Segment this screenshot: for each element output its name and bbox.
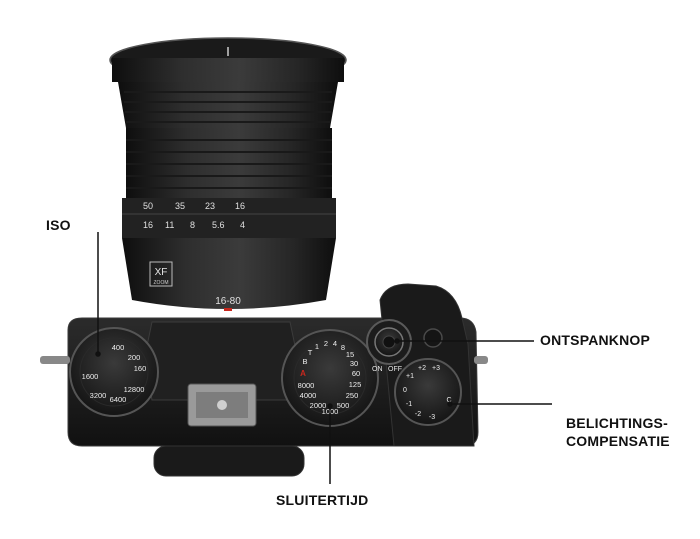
lens-scale-top-3: 16 — [235, 201, 245, 211]
hot-shoe-contact — [217, 400, 227, 410]
shutter-release-thread — [382, 335, 396, 349]
shutter-speed-leader-dot — [327, 403, 333, 409]
function-button[interactable] — [423, 328, 443, 348]
lens-brand-xf: XF — [155, 267, 168, 278]
shutter-dial-value: B — [302, 357, 307, 366]
iso-dial-value: 1600 — [82, 372, 99, 381]
lens-scale-bottom-3: 5.6 — [212, 220, 225, 230]
iso-dial-value: 6400 — [110, 395, 127, 404]
shutter-dial-value: 15 — [346, 350, 354, 359]
shutter-dial-value: T — [308, 348, 313, 357]
shutter-dial-auto: A — [300, 369, 306, 378]
strap-lug-right — [474, 356, 488, 364]
lens-mount-mark — [224, 308, 232, 311]
exposure-compensation-label: BELICHTINGS- COMPENSATIE — [566, 414, 670, 450]
lens-scale-bottom-1: 11 — [165, 220, 174, 230]
lens-scale-bottom-0: 16 — [143, 220, 153, 230]
iso-dial-value: 3200 — [90, 391, 107, 400]
ec-dial-scale: -1 -2 -3 0 +1 +2 +3 C — [403, 365, 451, 421]
shutter-dial-value: 8000 — [298, 381, 315, 390]
lens-scale-top-2: 23 — [205, 201, 215, 211]
shutter-dial-value: 60 — [352, 369, 360, 378]
shutter-dial-value: 4 — [333, 339, 337, 348]
iso-leader-dot — [95, 351, 101, 357]
lens: 50 35 23 16 16 11 8 5.6 4 XF ZOOM 16-80 — [109, 37, 347, 311]
iso-dial-value: 12800 — [124, 385, 145, 394]
lens-focus-ribs — [126, 139, 332, 189]
lens-scale-band — [122, 198, 336, 238]
shutter-dial-value: 4000 — [300, 391, 317, 400]
exposure-compensation-label-line1: BELICHTINGS- — [566, 415, 668, 431]
iso-dial-ring — [69, 327, 159, 417]
ec-dial-value: -1 — [406, 401, 412, 408]
exposure-compensation-dial[interactable]: -1 -2 -3 0 +1 +2 +3 C — [394, 358, 462, 426]
shutter-dial-value: 2 — [324, 339, 328, 348]
iso-dial-inner — [79, 337, 149, 407]
ec-dial-value: 0 — [403, 387, 407, 394]
shutter-dial-value: 30 — [350, 359, 358, 368]
lens-scale-bottom-2: 8 — [190, 220, 195, 230]
iso-dial-value: 200 — [128, 353, 141, 362]
ec-dial-value: C — [446, 397, 451, 404]
lens-scale-top-1: 35 — [175, 201, 185, 211]
ec-dial-value: +1 — [406, 373, 414, 380]
callout-lines — [95, 232, 552, 484]
ec-dial-value: -3 — [429, 414, 435, 421]
ec-dial-ring — [394, 358, 462, 426]
strap-lug-left — [40, 356, 70, 364]
shutter-button-label: ONTSPANKNOP — [540, 332, 651, 348]
shutter-dial-value: 1 — [315, 342, 319, 351]
iso-dial-value: 400 — [112, 343, 125, 352]
ec-dial-value: +3 — [432, 365, 440, 372]
lens-ring-ribs — [124, 91, 332, 123]
shutter-speed-label: SLUITERTIJD — [276, 492, 369, 508]
iso-dial-scale: 1600 400 200 160 12800 6400 3200 — [82, 343, 147, 404]
power-off-label: OFF — [388, 366, 402, 373]
lens-focal-range: 16-80 — [215, 296, 241, 307]
shutter-dial-value: 8 — [341, 343, 345, 352]
shutter-dial-value: 2000 — [310, 401, 327, 410]
ec-leader-dot — [447, 401, 453, 407]
lens-barrel-base — [122, 238, 336, 309]
shutter-dial-value: 125 — [349, 380, 362, 389]
lens-scale-bottom-4: 4 — [240, 220, 245, 230]
lens-xf-badge — [149, 261, 173, 287]
iso-dial-value: 160 — [134, 364, 147, 373]
iso-dial[interactable]: 1600 400 200 160 12800 6400 3200 — [69, 327, 159, 417]
lens-brand-zoom: ZOOM — [154, 280, 169, 286]
exposure-compensation-label-line2: COMPENSATIE — [566, 433, 670, 449]
shutter-button-leader-dot — [394, 338, 400, 344]
lens-distance-scale: 50 35 23 16 16 11 8 5.6 4 — [143, 201, 245, 230]
lens-zoom-ring — [118, 82, 338, 128]
lens-front-ring — [112, 58, 344, 82]
shutter-dial-value: 500 — [337, 401, 350, 410]
shutter-button-group[interactable]: ON OFF — [366, 319, 443, 373]
eyecup — [153, 445, 305, 477]
iso-label: ISO — [46, 217, 71, 233]
shutter-dial-value: 250 — [346, 391, 359, 400]
power-on-label: ON — [372, 366, 383, 373]
lens-scale-top-0: 50 — [143, 201, 153, 211]
ec-dial-value: +2 — [418, 365, 426, 372]
ec-dial-value: -2 — [415, 411, 421, 418]
